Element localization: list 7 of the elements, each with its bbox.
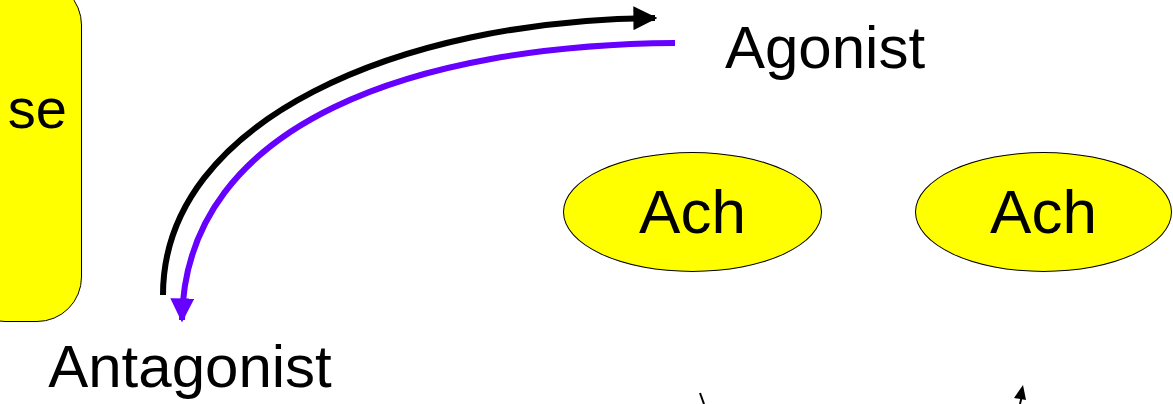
node-text: se xyxy=(7,81,67,137)
node-text: Ach xyxy=(990,181,1097,243)
node-label: Agonist xyxy=(724,18,926,78)
curved-arrow xyxy=(160,6,658,296)
curved-arrow xyxy=(172,40,676,323)
node-text: Ach xyxy=(639,181,746,243)
node-label: Antagonist xyxy=(48,337,332,397)
